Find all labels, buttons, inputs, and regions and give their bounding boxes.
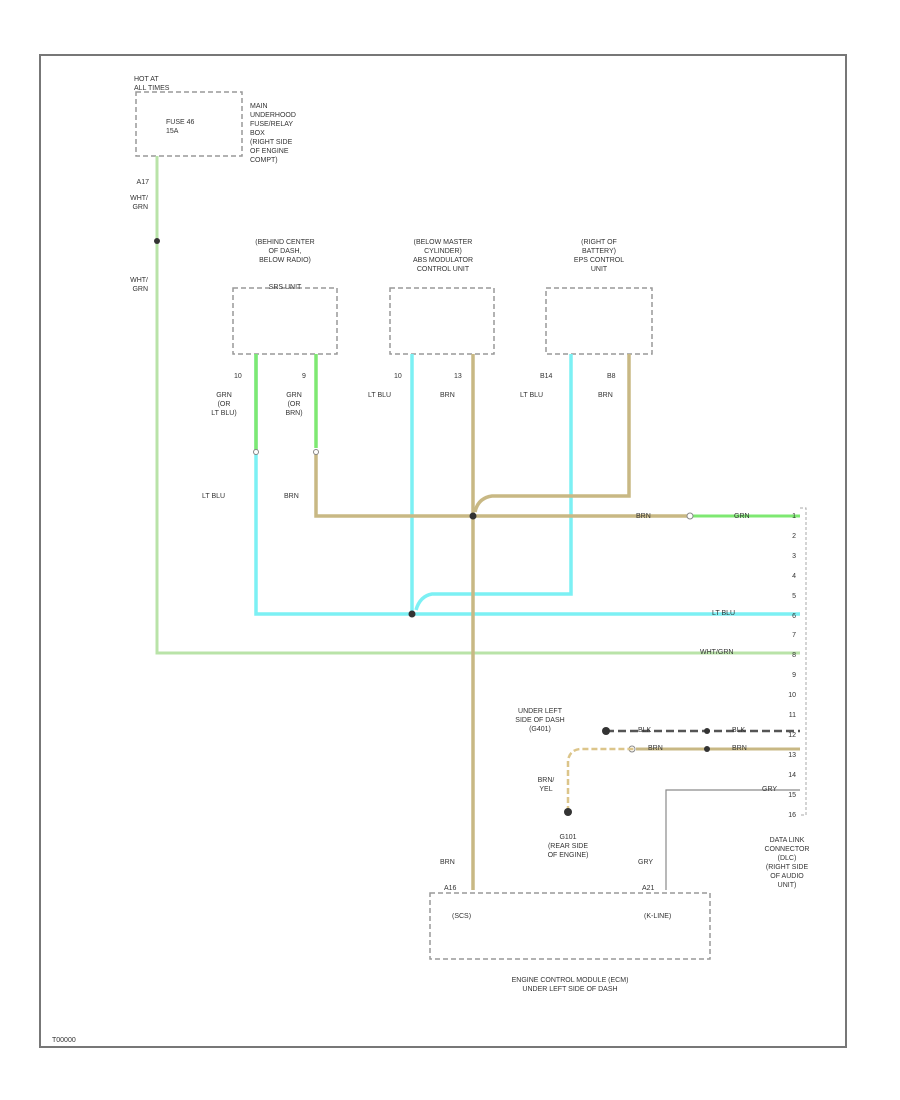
wire-brn-yel-g101	[566, 747, 800, 812]
abs-modulator-box	[389, 287, 495, 355]
dlc-pin-10: 10	[788, 692, 796, 700]
dlc-pin-5: 5	[792, 592, 796, 600]
dlc-pin-4: 4	[792, 572, 796, 580]
dlc-pin-7: 7	[792, 632, 796, 640]
dlc-label: DATA LINK CONNECTOR (DLC) (RIGHT SIDE OF…	[764, 837, 810, 889]
wire-label-brn-yel: BRN/ YEL	[537, 777, 555, 793]
splice-brn	[469, 512, 477, 520]
srs-pin-9: 9	[302, 373, 306, 380]
fuse-box-location: MAIN UNDERHOOD FUSE/RELAY BOX (RIGHT SID…	[250, 103, 296, 164]
dlc-pin-6: 6	[792, 612, 796, 620]
dlc-pin-8: 8	[792, 652, 796, 660]
abs-wire-color-2: BRN	[440, 392, 455, 399]
ecm-sub-scs: (SCS)	[452, 913, 472, 920]
eps-pin-b14: B14	[540, 373, 553, 380]
connector-marker-grn	[686, 512, 694, 520]
dlc-terminal-strip	[800, 507, 807, 816]
wire-label-wht-grn-1: WHT/ GRN	[130, 195, 148, 211]
fuse-box-outline	[135, 91, 243, 157]
splice-blk	[704, 728, 710, 734]
ecm-sub-k-line: (K-LINE)	[644, 913, 672, 920]
eps-unit-location: (RIGHT OF BATTERY) EPS CONTROL UNIT	[573, 239, 625, 273]
bus-label-brn-right: BRN	[636, 513, 651, 520]
splice-brn-dlc	[704, 746, 710, 752]
eps-pin-b8: B8	[607, 373, 616, 380]
eps-wire-color-2: BRN	[598, 392, 613, 399]
bus-label-grn-right: GRN	[734, 513, 750, 520]
abs-pin-13: 13	[454, 373, 462, 380]
wire-label-blk-2: BLK	[732, 727, 746, 734]
wire-label-brn-2: BRN	[732, 745, 747, 752]
fuse-hot-label: HOT AT ALL TIMES	[134, 76, 170, 92]
dlc-pin-16: 16	[788, 811, 796, 819]
eps-control-unit-box	[545, 287, 653, 355]
srs-unit-name: SRS UNIT	[268, 284, 302, 291]
wire-label-wht-grn-2: WHT/ GRN	[130, 277, 148, 293]
dlc-pin-13: 13	[788, 751, 796, 759]
dlc-pin-14: 14	[788, 771, 796, 779]
connector-marker-srs-10	[253, 449, 259, 455]
wire-lt-blu-eps	[414, 354, 573, 611]
wire-label-gry-dlc: GRY	[762, 786, 778, 793]
bus-label-wht-grn-right: WHT/GRN	[700, 649, 734, 656]
ecm-pin-a21: A21	[642, 885, 655, 892]
fuse-pin: A17	[136, 179, 149, 186]
dlc-pin-1: 1	[792, 513, 796, 520]
fuse-46-label: FUSE 46 15A	[166, 119, 195, 135]
abs-modulator-location: (BELOW MASTER CYLINDER) ABS MODULATOR CO…	[412, 239, 474, 273]
ecm-box	[429, 892, 711, 960]
wire-brn-eps	[473, 354, 631, 513]
ecm-pin-a16: A16	[444, 885, 457, 892]
dlc-pin-12: 12	[788, 731, 796, 739]
dlc-pin-3: 3	[792, 552, 796, 560]
ground-point-g101	[564, 808, 572, 816]
wire-brn-srs	[314, 450, 690, 518]
srs-pin-10: 10	[234, 373, 242, 380]
dlc-pin-2: 2	[792, 532, 796, 540]
wire-label-blk-1: BLK	[638, 727, 652, 734]
wire-gry	[665, 789, 800, 890]
ecm-wire-brn: BRN	[440, 859, 455, 866]
splice-wht-grn	[154, 238, 160, 244]
ecm-wire-gry: GRY	[638, 859, 654, 866]
abs-wire-color-1: LT BLU	[368, 392, 392, 399]
abs-pin-10: 10	[394, 373, 402, 380]
srs-wire-color-2: GRN (OR BRN)	[285, 392, 303, 417]
srs-unit-location: (BEHIND CENTER OF DASH, BELOW RADIO)	[255, 239, 315, 264]
bus-label-lt-blu-left: LT BLU	[202, 493, 226, 500]
ground-g401-location: UNDER LEFT SIDE OF DASH (G401)	[515, 708, 565, 733]
diagram-frame	[39, 54, 847, 1048]
connector-marker-srs-9	[313, 449, 319, 455]
bus-label-lt-blu-right: LT BLU	[712, 610, 736, 617]
srs-wire-color-1: GRN (OR LT BLU)	[211, 392, 237, 417]
ground-point-g401	[602, 727, 610, 735]
wire-label-brn-1: BRN	[648, 745, 663, 752]
diagram-code: T00000	[52, 1037, 76, 1044]
ground-g101-label: G101 (REAR SIDE OF ENGINE)	[547, 834, 589, 859]
dlc-pin-11: 11	[788, 712, 796, 719]
eps-wire-color-1: LT BLU	[520, 392, 544, 399]
ecm-label: ENGINE CONTROL MODULE (ECM) UNDER LEFT S…	[511, 977, 629, 993]
wire-wht-grn	[155, 156, 800, 655]
dlc-pin-9: 9	[792, 672, 796, 680]
bus-label-brn-left: BRN	[284, 493, 299, 500]
dlc-pin-15: 15	[788, 791, 796, 799]
srs-unit-box	[232, 287, 338, 355]
splice-lt-blu	[408, 610, 416, 618]
